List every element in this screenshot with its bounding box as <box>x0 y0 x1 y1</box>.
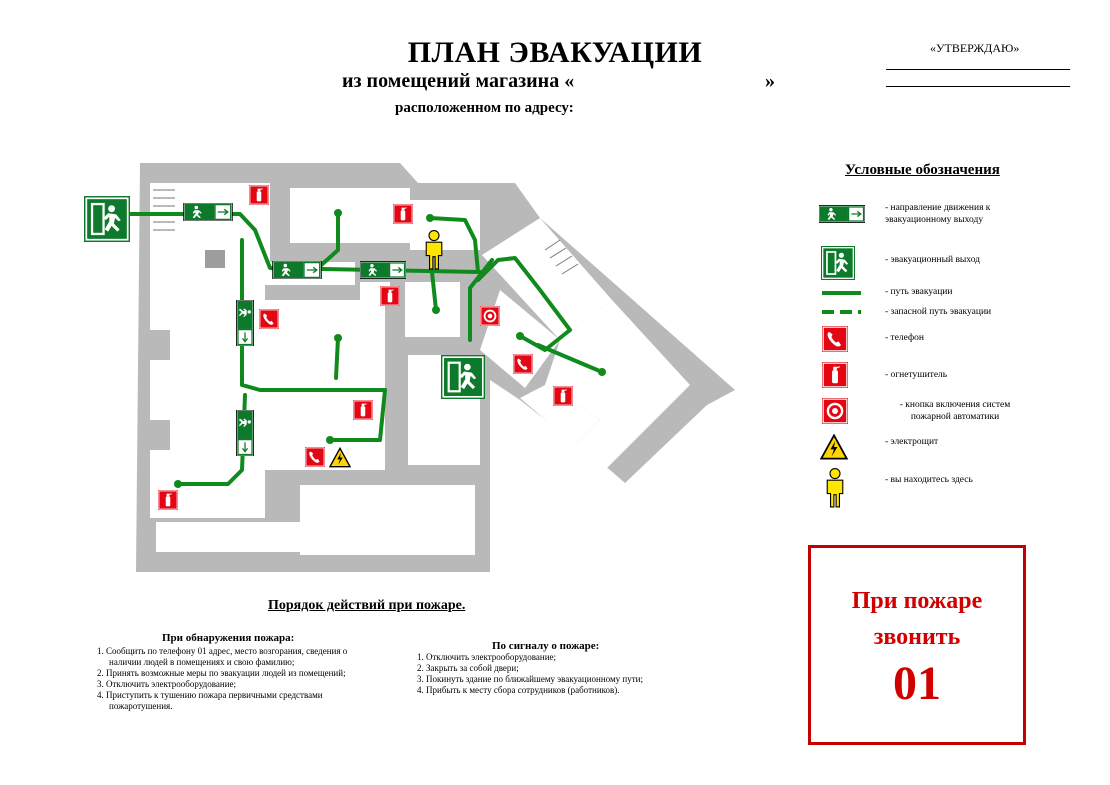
exit-direction-sign-icon <box>360 261 406 279</box>
procedure-title: Порядок действий при пожаре. <box>268 598 466 613</box>
legend-label: - путь эвакуации <box>885 287 953 297</box>
list-item: 4. Приступить к тушению пожара первичным… <box>97 690 323 711</box>
list-item: 1. Отключить электрооборудование; <box>417 652 557 662</box>
fire-number: 01 <box>893 657 941 710</box>
address-label: расположенном по адресу: <box>395 100 574 116</box>
list-item: 2. Закрыть за собой двери; <box>417 663 519 673</box>
detection-list: 1. Сообщить по телефону 01 адрес, место … <box>97 646 362 712</box>
fire-extinguisher-icon <box>393 204 413 224</box>
signal-list: 1. Отключить электрооборудование; 2. Зак… <box>417 652 682 696</box>
exit-direction-sign-icon <box>235 410 255 456</box>
fire-extinguisher-icon <box>158 490 178 510</box>
page-title: ПЛАН ЭВАКУАЦИИ <box>407 36 703 69</box>
legend-label: - направление движения к эвакуационному … <box>885 203 991 225</box>
evacuation-exit-icon <box>820 246 856 280</box>
approval-line <box>886 86 1070 87</box>
legend-label: - запасной путь эвакуации <box>885 307 992 317</box>
telephone-icon <box>259 309 279 329</box>
exit-direction-sign-icon <box>272 261 322 279</box>
fire-notice-line1: При пожаре <box>851 588 983 614</box>
signal-title: По сигналу о пожаре: <box>492 640 600 652</box>
exit-direction-sign-icon <box>819 204 865 224</box>
fire-extinguisher-icon <box>380 286 400 306</box>
list-item: 3. Покинуть здание по ближайшему эвакуац… <box>417 674 643 684</box>
telephone-icon <box>305 447 325 467</box>
legend-label: - огнетушитель <box>885 370 948 380</box>
evacuation-exit-icon <box>84 196 130 242</box>
fire-extinguisher-icon <box>553 386 573 406</box>
fire-call-notice: При пожаре звонить 01 <box>808 545 1026 745</box>
exit-direction-sign-icon <box>235 300 255 346</box>
you-are-here-icon <box>826 468 844 508</box>
list-item: 2. Принять возможные меры по эвакуации л… <box>97 668 346 678</box>
floor-plan <box>84 163 735 572</box>
legend-label: - телефон <box>885 333 924 343</box>
legend-icons <box>819 204 865 508</box>
exit-direction-sign-icon <box>183 203 233 221</box>
fire-extinguisher-icon <box>249 185 269 205</box>
fire-extinguisher-icon <box>353 400 373 420</box>
approval-label: «УТВЕРЖДАЮ» <box>930 41 1020 55</box>
telephone-icon <box>822 326 848 352</box>
legend-label: - вы находитесь здесь <box>885 475 973 485</box>
list-item: 1. Сообщить по телефону 01 адрес, место … <box>97 646 348 667</box>
telephone-icon <box>513 354 533 374</box>
legend-label: - электрощит <box>885 437 939 447</box>
plan-subtitle: из помещений магазина « <box>342 70 575 92</box>
fire-extinguisher-icon <box>822 362 848 388</box>
fire-notice-line2: звонить <box>873 624 961 650</box>
legend-label: - кнопка включения систем пожарной автом… <box>899 400 1011 422</box>
list-item: 4. Прибыть к месту сбора сотрудников (ра… <box>417 685 620 695</box>
legend-label: - эвакуационный выход <box>885 255 981 265</box>
fire-alarm-button-icon <box>822 398 848 424</box>
electrical-panel-icon <box>820 434 848 460</box>
fire-alarm-button-icon <box>480 306 500 326</box>
plan-subtitle-end: » <box>765 70 775 92</box>
evacuation-exit-icon <box>440 355 486 399</box>
detection-title: При обнаружения пожара: <box>162 632 295 644</box>
approval-line <box>886 69 1070 70</box>
list-item: 3. Отключить электрооборудование; <box>97 679 237 689</box>
legend-title: Условные обозначения <box>845 162 1000 178</box>
